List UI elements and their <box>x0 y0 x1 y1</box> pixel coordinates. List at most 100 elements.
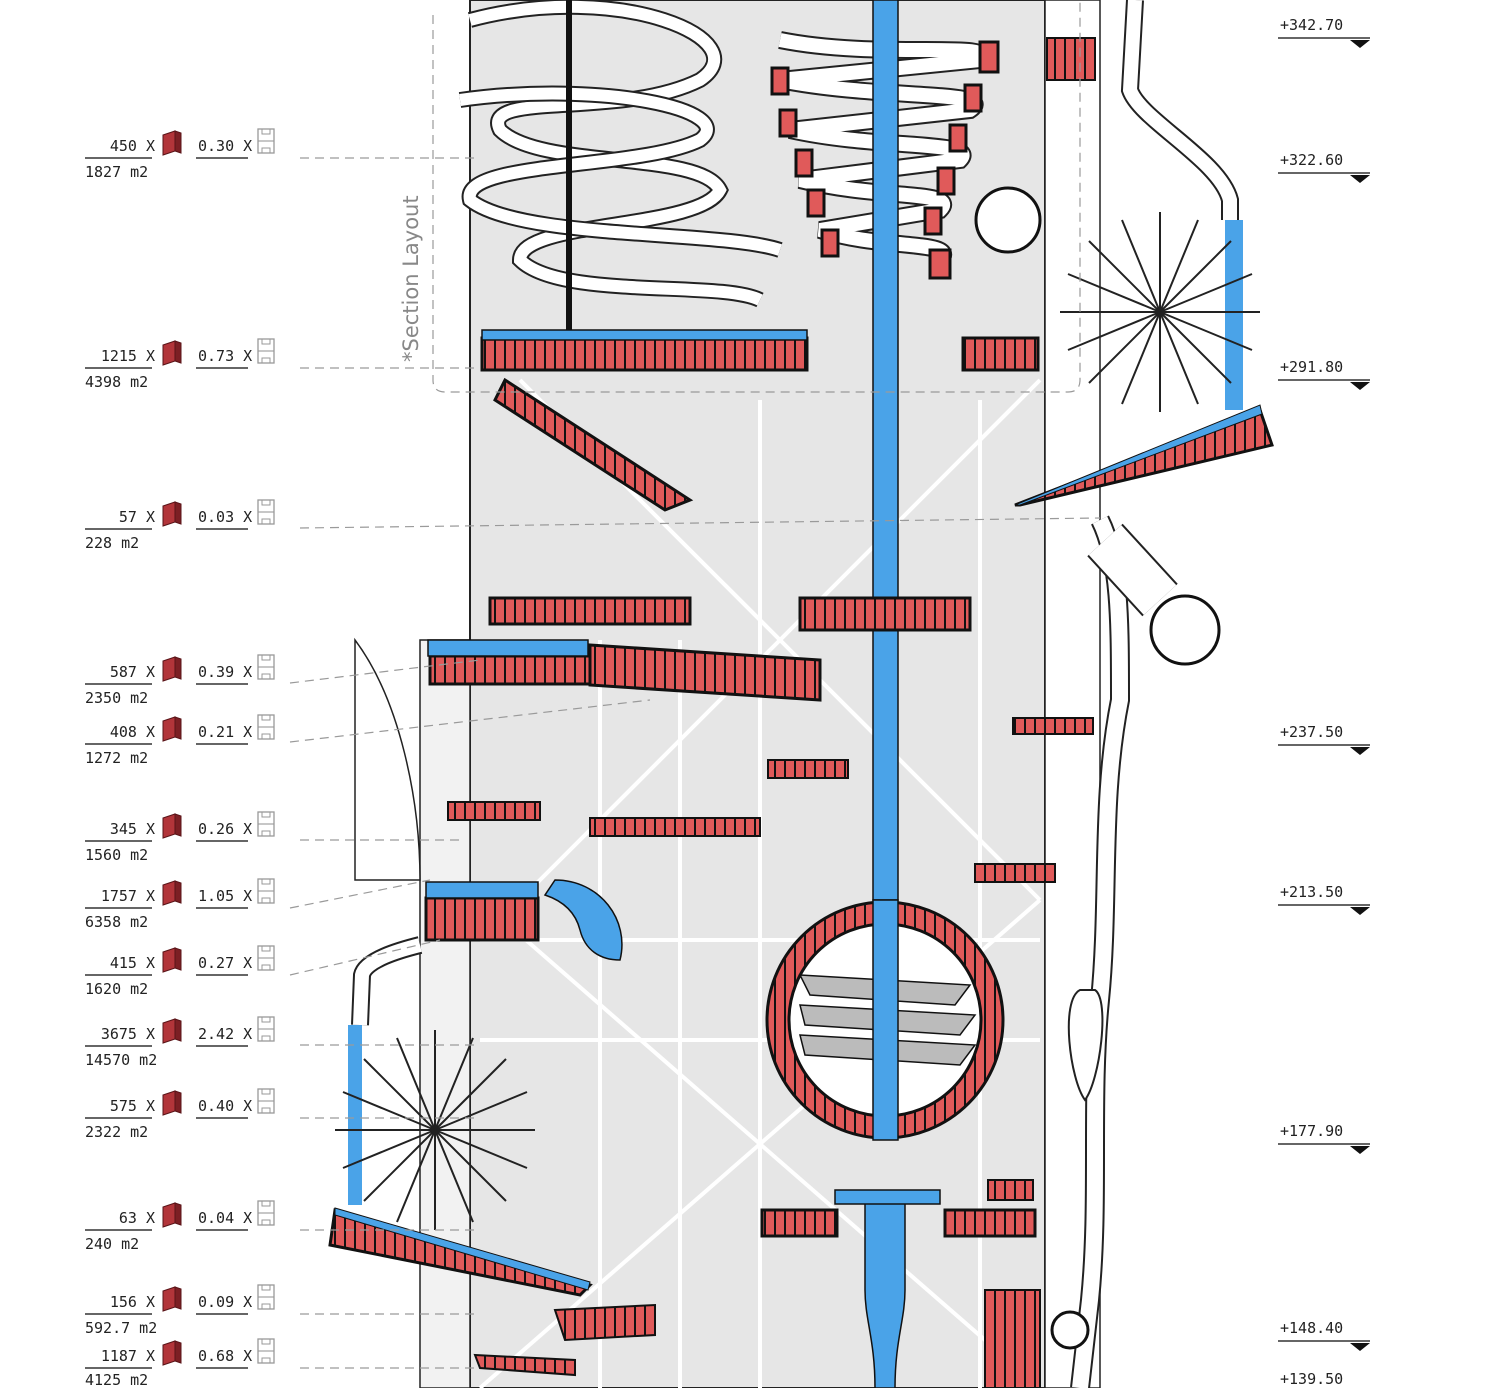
area-value: 2350 m2 <box>85 689 148 707</box>
unit-count: 450 X <box>110 137 155 155</box>
unit-count: 408 X <box>110 723 155 741</box>
brick-icon <box>162 656 182 682</box>
fan-tree-upper <box>1060 212 1260 412</box>
legend-row: 575 X 2322 m2 0.40 X <box>85 1088 275 1141</box>
pitch-ratio: 0.40 X <box>198 1097 252 1115</box>
elevation-marker: +291.80 <box>1278 358 1370 390</box>
pitch-ratio: 0.04 X <box>198 1209 252 1227</box>
brick-icon <box>162 1202 182 1228</box>
pitch-ratio: 0.27 X <box>198 954 252 972</box>
brick-icon <box>162 1286 182 1312</box>
elevation-label: +342.70 <box>1280 16 1343 34</box>
level-triangle-icon <box>1350 1343 1370 1351</box>
pitch-ratio: 0.39 X <box>198 663 252 681</box>
pitch-ratio: 0.03 X <box>198 508 252 526</box>
area-value: 1827 m2 <box>85 163 148 181</box>
legend-row: 57 X 228 m2 0.03 X <box>85 499 275 552</box>
area-value: 1620 m2 <box>85 980 148 998</box>
pitch-icon <box>257 1284 275 1310</box>
area-value: 228 m2 <box>85 534 139 552</box>
brick-icon <box>162 947 182 973</box>
brick-icon <box>162 1090 182 1116</box>
pitch-icon <box>257 1088 275 1114</box>
pitch-ratio: 0.73 X <box>198 347 252 365</box>
area-value: 1560 m2 <box>85 846 148 864</box>
legend-row: 345 X 1560 m2 0.26 X <box>85 811 275 864</box>
area-value: 6358 m2 <box>85 913 148 931</box>
legend-row: 63 X 240 m2 0.04 X <box>85 1200 275 1253</box>
cantilever-slabs <box>328 404 1274 1377</box>
brick-icon <box>162 1018 182 1044</box>
pitch-ratio: 0.09 X <box>198 1293 252 1311</box>
legend-row: 3675 X 14570 m2 2.42 X <box>85 1016 275 1069</box>
pitch-icon <box>257 654 275 680</box>
pitch-icon <box>257 714 275 740</box>
unit-count: 575 X <box>110 1097 155 1115</box>
pitch-ratio: 2.42 X <box>198 1025 252 1043</box>
elevation-marker: +139.50 <box>1280 1370 1343 1388</box>
pitch-ratio: 0.30 X <box>198 137 252 155</box>
pitch-icon <box>257 1016 275 1042</box>
elevation-marker: +322.60 <box>1278 151 1370 183</box>
legend-row: 587 X 2350 m2 0.39 X <box>85 654 275 707</box>
level-triangle-icon <box>1350 907 1370 915</box>
leader-lines <box>289 157 1101 1369</box>
brick-icon <box>162 501 182 527</box>
legend-row: 415 X 1620 m2 0.27 X <box>85 945 275 998</box>
water-shaft <box>834 0 941 1388</box>
unit-count: 1757 X <box>101 887 155 905</box>
unit-count: 1187 X <box>101 1347 155 1365</box>
floor-slabs <box>424 329 1094 1388</box>
brick-icon <box>162 813 182 839</box>
legend-row: 1187 X 4125 m2 0.68 X <box>85 1338 275 1388</box>
brick-icon <box>162 716 182 742</box>
pitch-icon <box>257 128 275 154</box>
unit-count: 345 X <box>110 820 155 838</box>
elevation-marker: +177.90 <box>1278 1122 1370 1154</box>
legend-row: 156 X 592.7 m2 0.09 X <box>85 1284 275 1337</box>
pitch-ratio: 0.68 X <box>198 1347 252 1365</box>
pitch-icon <box>257 878 275 904</box>
elevation-label: +177.90 <box>1280 1122 1343 1140</box>
pitch-icon <box>257 811 275 837</box>
unit-count: 156 X <box>110 1293 155 1311</box>
area-value: 592.7 m2 <box>85 1319 157 1337</box>
pitch-icon <box>257 499 275 525</box>
circular-auditorium <box>765 899 1005 1141</box>
section-layout-frame: *Section Layout <box>399 0 1081 393</box>
legend-row: 1757 X 6358 m2 1.05 X <box>85 878 275 931</box>
area-value: 240 m2 <box>85 1235 139 1253</box>
level-triangle-icon <box>1350 40 1370 48</box>
level-triangle-icon <box>1350 747 1370 755</box>
pitch-icon <box>257 1200 275 1226</box>
level-triangle-icon <box>1350 1146 1370 1154</box>
legend-row: 450 X 1827 m2 0.30 X <box>85 128 275 181</box>
unit-count: 587 X <box>110 663 155 681</box>
brick-icon <box>162 1340 182 1366</box>
level-triangle-icon <box>1350 382 1370 390</box>
elevation-label: +237.50 <box>1280 723 1343 741</box>
area-value: 4125 m2 <box>85 1371 148 1388</box>
area-value: 2322 m2 <box>85 1123 148 1141</box>
elevation-label: +322.60 <box>1280 151 1343 169</box>
pitch-icon <box>257 338 275 364</box>
elevation-label: +291.80 <box>1280 358 1343 376</box>
legend-row: 408 X 1272 m2 0.21 X <box>85 714 275 767</box>
right-pipes <box>351 0 1239 1388</box>
brick-icon <box>162 130 182 156</box>
elevation-label: +139.50 <box>1280 1370 1343 1388</box>
section-layout-label: *Section Layout <box>399 195 423 362</box>
brick-icon <box>162 880 182 906</box>
pitch-ratio: 0.26 X <box>198 820 252 838</box>
pitch-icon <box>257 1338 275 1364</box>
elevation-label: +148.40 <box>1280 1319 1343 1337</box>
area-value: 1272 m2 <box>85 749 148 767</box>
elevation-marker: +213.50 <box>1278 883 1370 915</box>
unit-count: 1215 X <box>101 347 155 365</box>
pitch-icon <box>257 945 275 971</box>
area-value: 14570 m2 <box>85 1051 157 1069</box>
legend-rows: 450 X 1827 m2 0.30 X 1215 X 4398 m2 0.73… <box>85 128 275 1388</box>
elevation-marker: +148.40 <box>1278 1319 1370 1351</box>
level-triangle-icon <box>1350 175 1370 183</box>
pitch-ratio: 1.05 X <box>198 887 252 905</box>
